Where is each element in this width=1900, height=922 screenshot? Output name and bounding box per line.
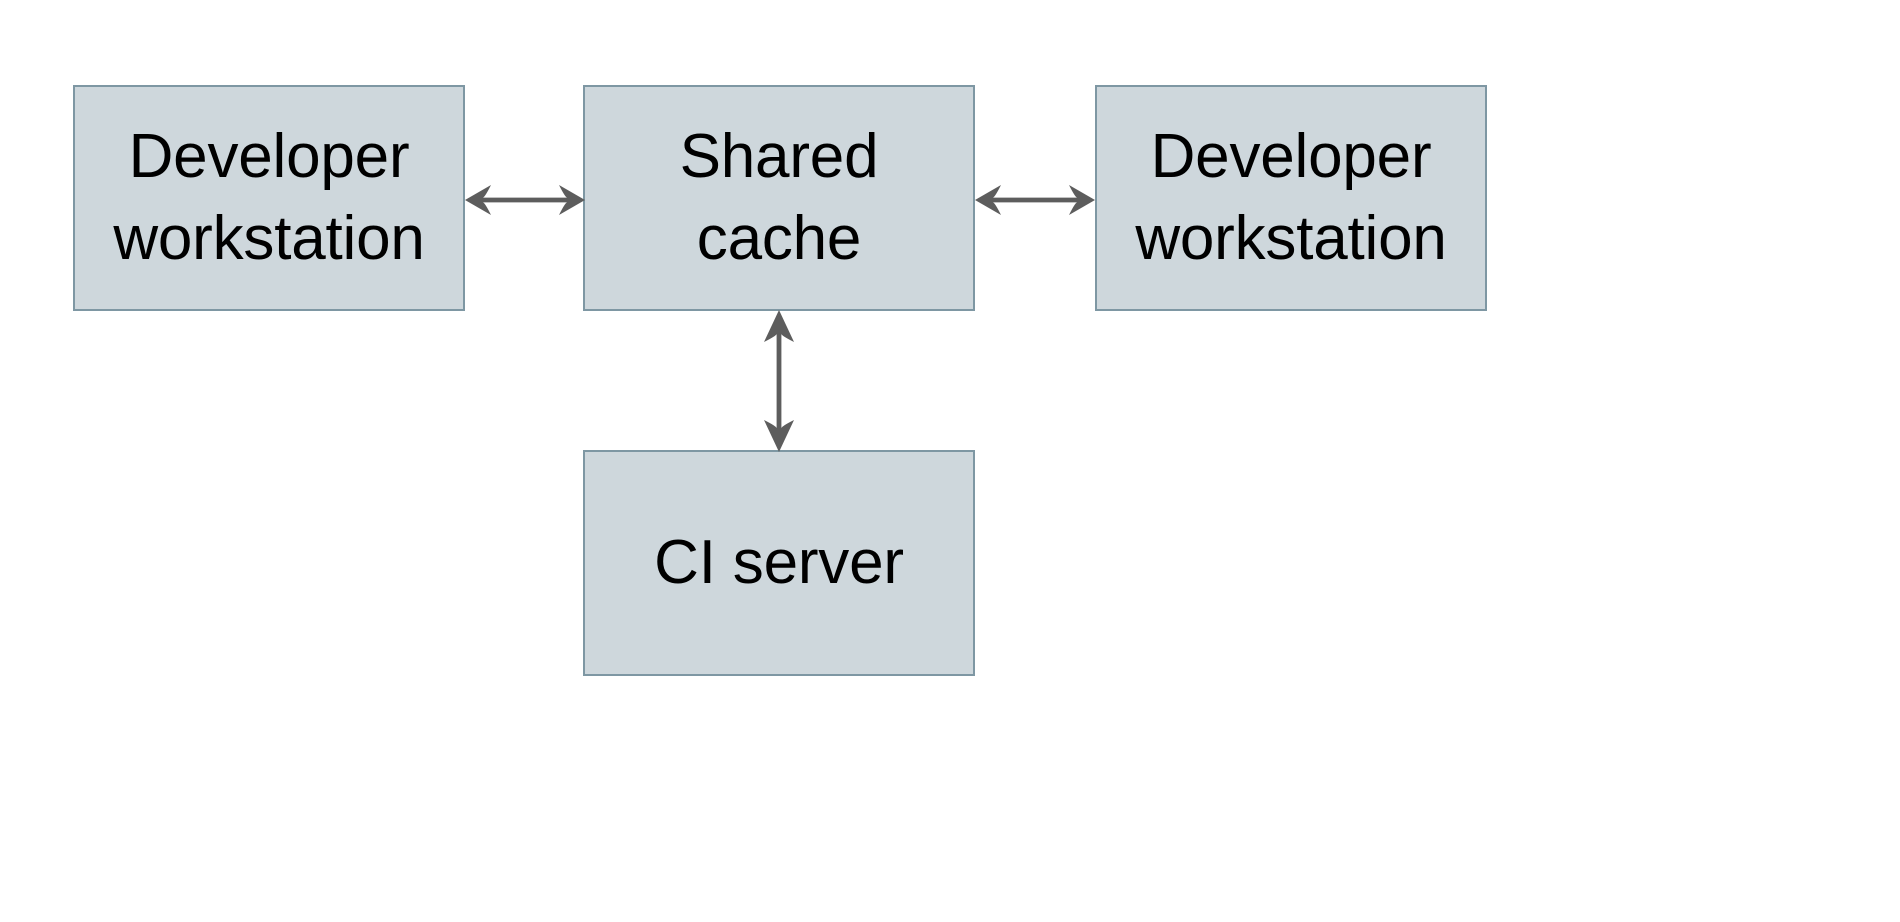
- node-shared-cache[interactable]: Shared cache: [583, 85, 975, 311]
- node-ci-server[interactable]: CI server: [583, 450, 975, 676]
- node-developer-workstation-right[interactable]: Developer workstation: [1095, 85, 1487, 311]
- double-arrow-icon: [465, 185, 585, 215]
- node-label: Developer workstation: [1135, 122, 1447, 273]
- node-label: Shared cache: [679, 122, 879, 273]
- node-label: Developer workstation: [113, 122, 425, 273]
- edge-shared-cache-to-ci-server: [764, 310, 794, 452]
- edge-shared-cache-to-developer-right: [975, 185, 1095, 215]
- node-label: CI server: [654, 528, 904, 598]
- double-arrow-icon: [764, 310, 794, 452]
- edge-developer-left-to-shared-cache: [465, 185, 585, 215]
- node-developer-workstation-left[interactable]: Developer workstation: [73, 85, 465, 311]
- double-arrow-icon: [975, 185, 1095, 215]
